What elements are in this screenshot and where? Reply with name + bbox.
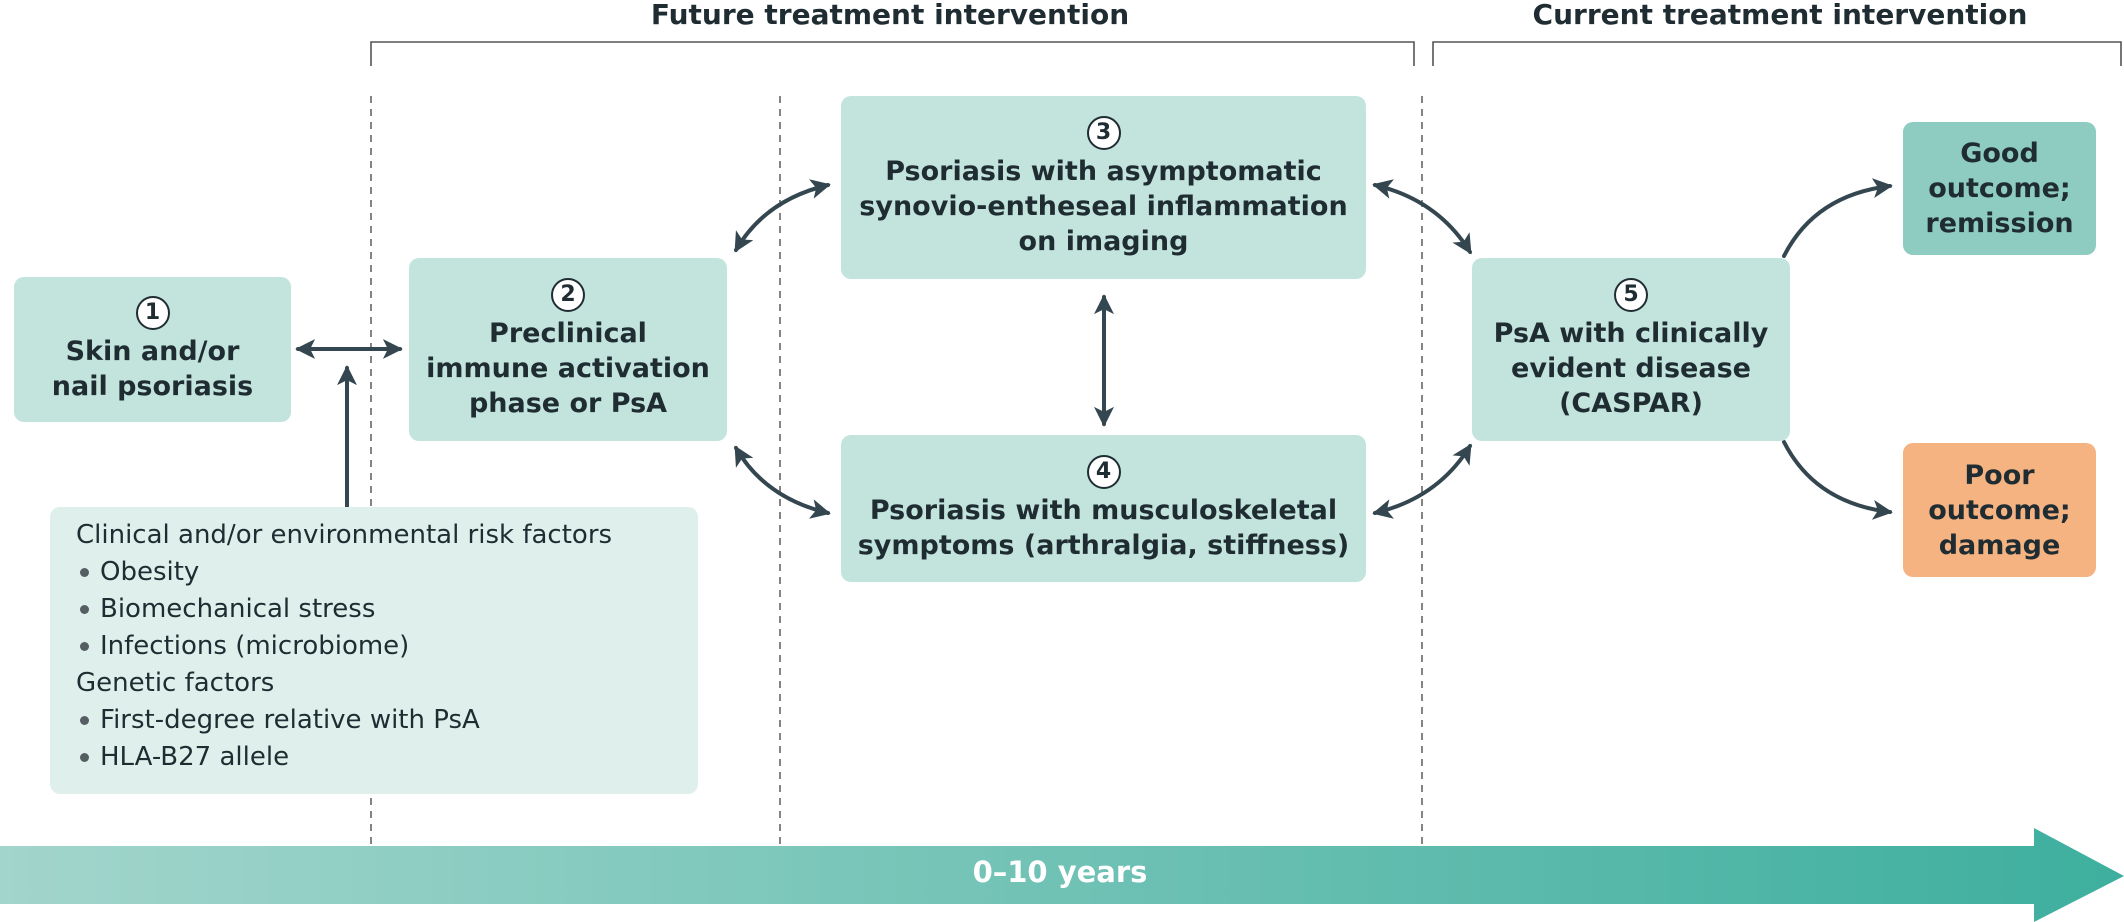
stage-2-line-1: Preclinical [489, 318, 647, 349]
risk-heading-genetic: Genetic factors [76, 668, 275, 698]
stage-2-box: 2 Preclinical immune activation phase or… [409, 258, 727, 441]
stage-3-line-1: Psoriasis with asymptomatic [885, 156, 1322, 187]
stage-3-line-3: on imaging [1018, 226, 1189, 257]
risk-item: Biomechanical stress [76, 591, 672, 628]
good-outcome-box: Good outcome; remission [1903, 122, 2096, 255]
current-bracket [1432, 41, 2122, 66]
stage-5-line-2: evident disease [1511, 353, 1751, 384]
timeline-arrow [0, 828, 2124, 922]
stage-1-line-1: Skin and/or [65, 335, 240, 367]
risk-item: HLA-B27 allele [76, 739, 672, 776]
risk-factors-box: Clinical and/or environmental risk facto… [50, 507, 698, 794]
arrow-4-5 [1372, 443, 1472, 519]
current-treatment-header: Current treatment intervention [1532, 0, 2028, 31]
stage-number-3: 3 [1086, 116, 1121, 150]
poor-outcome-line-3: damage [1938, 529, 2061, 561]
stage-5-line-1: PsA with clinically [1493, 318, 1769, 349]
stage-5-line-3: (CASPAR) [1559, 388, 1703, 419]
stage-2-line-2: immune activation [426, 353, 710, 384]
arrow-2-4 [734, 445, 831, 519]
good-outcome-line-3: remission [1925, 208, 2074, 239]
stage-4-line-2: symptoms (arthralgia, stiffness) [857, 529, 1350, 561]
poor-outcome-box: Poor outcome; damage [1903, 443, 2096, 577]
risk-item: First-degree relative with PsA [76, 702, 672, 739]
poor-outcome-line-1: Poor [1964, 459, 2035, 491]
stage-number-4: 4 [1086, 454, 1121, 489]
timeline-label: 0–10 years [972, 855, 1148, 889]
good-outcome-line-2: outcome; [1928, 173, 2071, 204]
stage-3-box: 3 Psoriasis with asymptomatic synovio-en… [841, 96, 1366, 279]
stage-4-line-1: Psoriasis with musculoskeletal [869, 494, 1338, 526]
risk-item: Obesity [76, 554, 672, 591]
arrow-5-good [1782, 178, 1893, 258]
future-treatment-header: Future treatment intervention [650, 0, 1130, 31]
stage-3-line-2: synovio-entheseal inflammation [859, 191, 1348, 222]
stage-1-box: 1 Skin and/or nail psoriasis [14, 277, 291, 422]
stage-number-5: 5 [1614, 278, 1648, 312]
poor-outcome-line-2: outcome; [1928, 494, 2071, 526]
arrow-2-3 [734, 179, 831, 253]
stage-number-2: 2 [551, 278, 585, 312]
future-bracket [370, 41, 1415, 66]
risk-item: Infections (microbiome) [76, 628, 672, 665]
stage-5-box: 5 PsA with clinically evident disease (C… [1472, 258, 1790, 441]
stage-1-line-2: nail psoriasis [51, 370, 254, 402]
arrow-3-5 [1372, 179, 1472, 255]
arrow-5-poor [1782, 440, 1893, 520]
good-outcome-line-1: Good [1960, 138, 2039, 169]
stage-2-line-3: phase or PsA [468, 388, 668, 419]
risk-heading-environmental: Clinical and/or environmental risk facto… [76, 520, 613, 550]
stage-4-box: 4 Psoriasis with musculoskeletal symptom… [841, 435, 1366, 582]
stage-number-1: 1 [135, 295, 170, 330]
